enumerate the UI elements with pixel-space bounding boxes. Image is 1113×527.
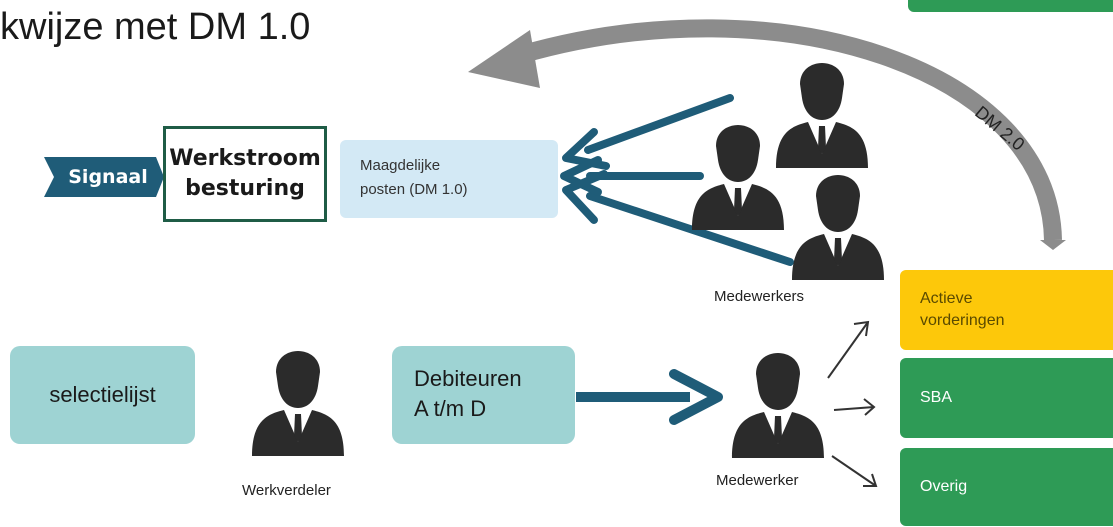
sba-label: SBA — [920, 389, 953, 406]
person-icon-medewerker — [732, 353, 824, 458]
maagdelijke-line1: Maagdelijke — [360, 157, 441, 174]
top-green-box — [908, 0, 1113, 12]
medewerker-caption: Medewerker — [716, 472, 799, 489]
arrow-to-posten-top — [584, 94, 734, 154]
debiteuren-line2: A t/m D — [414, 396, 487, 421]
signaal-label: Signaal — [68, 166, 148, 188]
maagdelijke-posten-box: Maagdelijke posten (DM 1.0) — [340, 140, 558, 218]
selectielijst-box: selectielijst — [10, 346, 195, 444]
actieve-line2: vorderingen — [920, 312, 1005, 329]
overig-box: Overig — [900, 448, 1113, 526]
werkstroom-besturing-box: Werkstroom besturing — [163, 126, 327, 222]
medewerkers-caption: Medewerkers — [714, 288, 805, 305]
person-icon-werkverdeler — [252, 351, 344, 456]
arrow-to-posten-bottom — [586, 192, 794, 266]
werkstroom-line2: besturing — [185, 176, 305, 201]
actieve-vorderingen-box: Actieve vorderingen — [900, 270, 1113, 350]
page-title: kwijze met DM 1.0 — [0, 6, 311, 48]
person-icon-medewerkers-3 — [792, 175, 884, 280]
overig-label: Overig — [920, 478, 968, 495]
maagdelijke-line2: posten (DM 1.0) — [360, 181, 468, 198]
actieve-line1: Actieve — [920, 290, 973, 307]
person-icon-medewerkers-2 — [692, 125, 784, 230]
debiteuren-box: Debiteuren A t/m D — [392, 346, 575, 444]
werkstroom-line1: Werkstroom — [169, 146, 321, 171]
person-icon-medewerkers-1 — [776, 63, 868, 168]
signaal-tag-shape — [44, 157, 164, 197]
werkverdeler-caption: Werkverdeler — [242, 482, 331, 499]
debiteuren-line1: Debiteuren — [414, 366, 522, 391]
sba-box: SBA — [900, 358, 1113, 438]
